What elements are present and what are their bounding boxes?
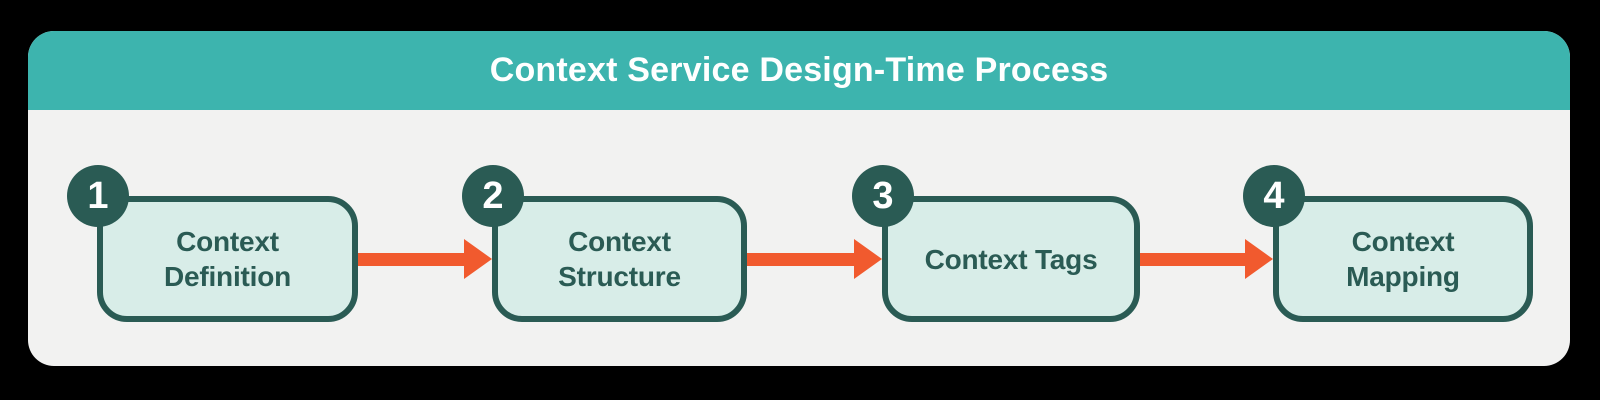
arrow-head-icon — [464, 239, 492, 279]
arrow-shaft — [358, 252, 464, 266]
arrow-shaft — [747, 252, 854, 266]
step-4-box: Context Mapping — [1273, 196, 1533, 322]
diagram-header: Context Service Design-Time Process — [28, 31, 1570, 110]
step-4-label: Context Mapping — [1346, 226, 1460, 292]
step-3-label: Context Tags — [924, 243, 1098, 275]
arrow-shaft — [1140, 252, 1245, 266]
step-2-box: Context Structure — [492, 196, 747, 322]
step-2-label: Context Structure — [558, 226, 681, 292]
step-3-number: 3 — [872, 174, 894, 217]
flow-arrow-3 — [1140, 239, 1273, 279]
step-4-number-badge: 4 — [1243, 165, 1305, 227]
step-context-structure: Context Structure 2 — [462, 165, 747, 322]
step-3-number-badge: 3 — [852, 165, 914, 227]
step-2-number: 2 — [482, 174, 504, 217]
flow-arrow-1 — [358, 239, 492, 279]
step-2-number-badge: 2 — [462, 165, 524, 227]
step-context-definition: Context Definition 1 — [67, 165, 358, 322]
diagram-title: Context Service Design-Time Process — [489, 51, 1109, 89]
process-diagram-card: Context Service Design-Time Process Cont… — [28, 31, 1570, 366]
arrow-head-icon — [1245, 239, 1273, 279]
step-3-box: Context Tags — [882, 196, 1140, 322]
flow-arrow-2 — [747, 239, 882, 279]
step-context-mapping: Context Mapping 4 — [1243, 165, 1533, 322]
step-context-tags: Context Tags 3 — [852, 165, 1140, 322]
arrow-head-icon — [854, 239, 882, 279]
step-4-number: 4 — [1263, 174, 1285, 217]
diagram-body: Context Definition 1 Context Structure 2 — [28, 110, 1570, 366]
step-1-number-badge: 1 — [67, 165, 129, 227]
step-1-label: Context Definition — [163, 226, 292, 292]
step-1-box: Context Definition — [97, 196, 358, 322]
step-1-number: 1 — [87, 174, 109, 217]
